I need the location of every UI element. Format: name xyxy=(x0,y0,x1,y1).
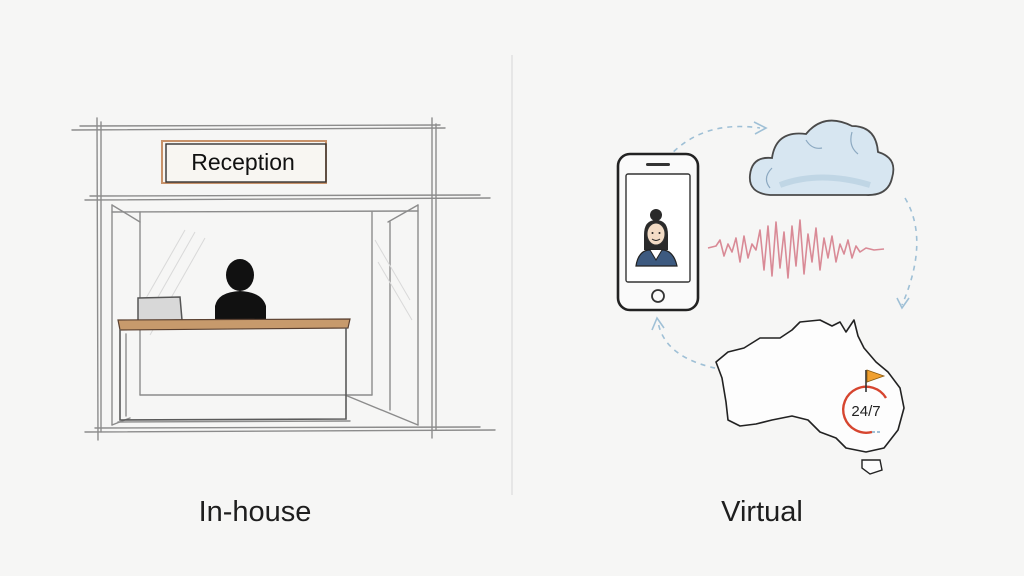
laptop-icon xyxy=(132,296,188,322)
arrow-head-left xyxy=(651,316,665,331)
australia-map-icon xyxy=(715,319,905,475)
sound-wave-icon xyxy=(707,219,885,279)
reception-desk xyxy=(117,318,351,423)
clock-badge-icon: 24/7 xyxy=(842,385,888,434)
availability-badge-label: 24/7 xyxy=(851,403,880,420)
person-avatar-icon xyxy=(635,209,678,267)
arrow-head-right xyxy=(896,297,910,310)
in-house-caption: In-house xyxy=(198,496,312,528)
arrow-head-top xyxy=(753,121,768,135)
reception-sign: Reception xyxy=(161,140,327,184)
virtual-caption: Virtual xyxy=(721,496,803,528)
cloud-icon xyxy=(748,119,895,196)
flag-icon xyxy=(865,369,886,392)
reception-sign-label: Reception xyxy=(191,149,295,175)
receptionist-person-icon xyxy=(215,259,266,322)
